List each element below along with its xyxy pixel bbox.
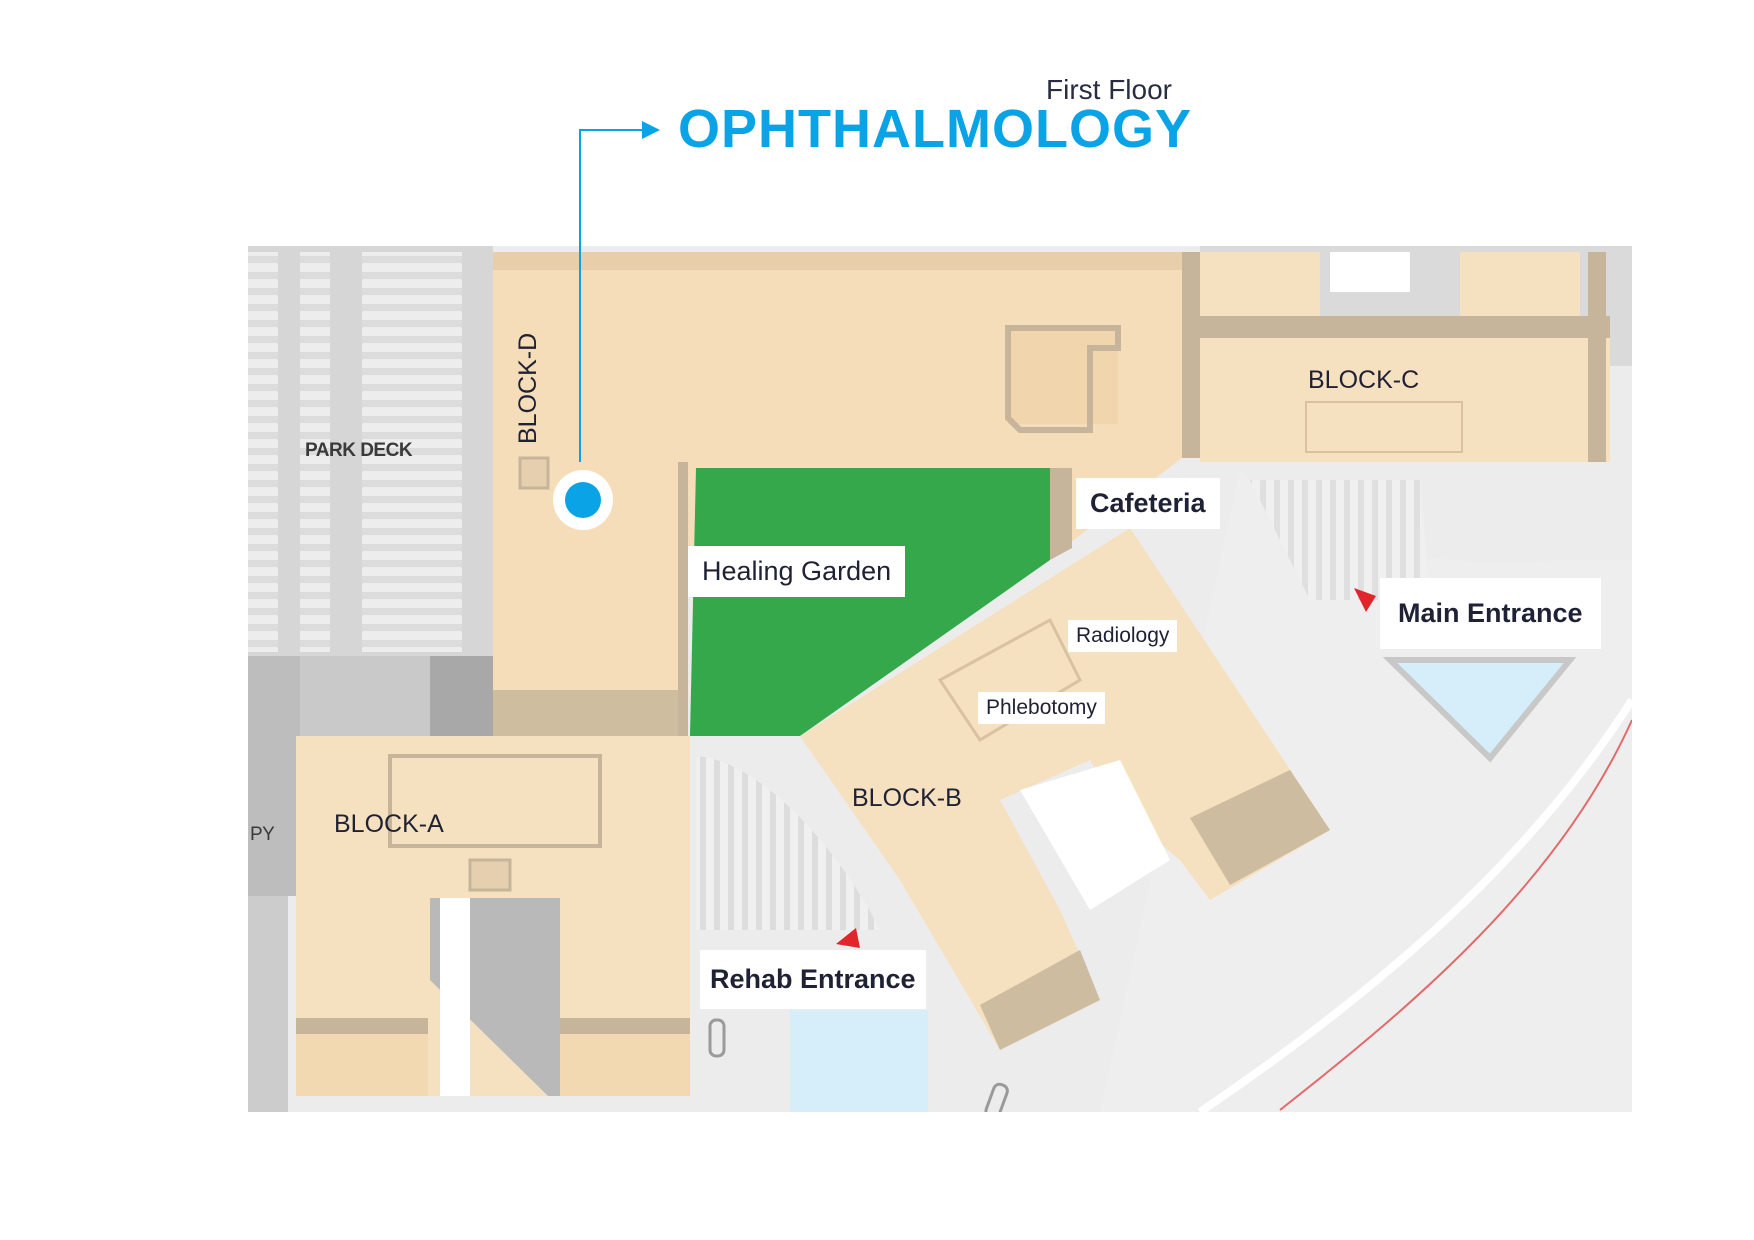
entrance-arrow-icon [836,928,860,948]
block-a-label: BLOCK-A [334,810,444,838]
radiology-tag: Radiology [1068,620,1178,652]
main-entrance-tag: Main Entrance [1380,578,1601,649]
pointer-line [579,129,648,462]
location-pin-icon [553,470,613,530]
block-c-building [1200,246,1632,462]
entrance-arrow-icon [1354,588,1376,612]
block-a-building [296,736,690,1096]
park-deck-label: PARK DECK [305,440,413,461]
rehab-entrance-tag: Rehab Entrance [700,950,926,1009]
department-title: OPHTHALMOLOGY [678,99,1192,159]
block-b-building [800,528,1330,1050]
cafeteria-tag: Cafeteria [1076,478,1220,529]
healing-garden-tag: Healing Garden [688,546,906,597]
healing-garden-area [690,468,1050,736]
phlebotomy-tag: Phlebotomy [978,692,1105,724]
pointer-arrowhead [642,121,660,139]
floor-label: First Floor [1046,74,1172,105]
block-b-label: BLOCK-B [852,784,962,812]
block-d-label: BLOCK-D [514,332,542,444]
park-deck-area [248,246,494,1112]
block-c-label: BLOCK-C [1308,366,1420,394]
rehab-entrance-lot [696,756,1009,1112]
edge-fragment-label: PY [250,824,275,845]
